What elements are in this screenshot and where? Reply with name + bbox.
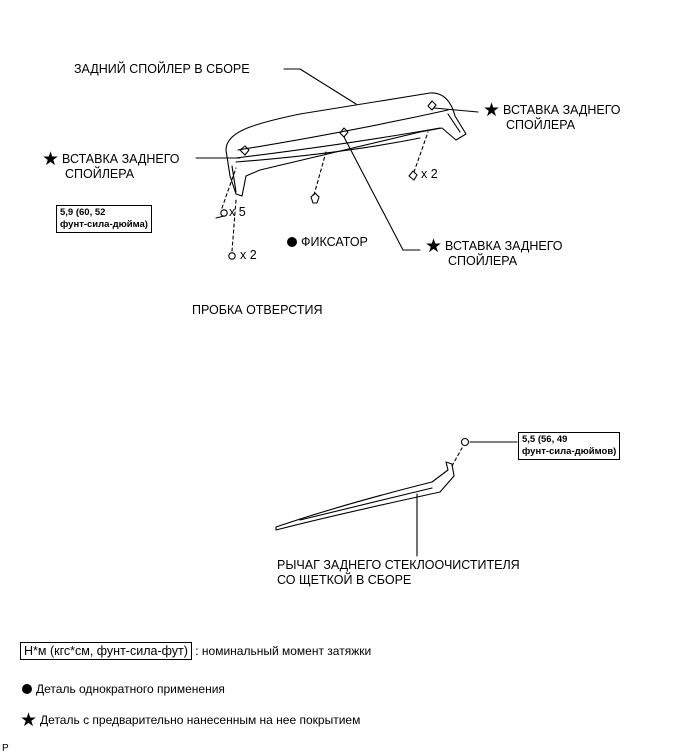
- insert-label-right-line2: СПОЙЛЕРА: [506, 118, 576, 132]
- precoated-star-icon: ★: [483, 100, 501, 121]
- non-reusable-dot-icon: [287, 237, 297, 247]
- wiper-torque-line1: 5,5 (56, 49: [522, 434, 568, 445]
- clip-count-label: x 2: [421, 167, 438, 181]
- torque-unit-box: Н*м (кгс*см, фунт-сила-фут): [20, 642, 192, 660]
- plug-count-label: x 2: [240, 248, 257, 262]
- spoiler-assembly-label: ЗАДНИЙ СПОЙЛЕР В СБОРЕ: [74, 62, 250, 76]
- hole-plug-label: ПРОБКА ОТВЕРСТИЯ: [192, 303, 323, 317]
- wiper-arm-label: РЫЧАГ ЗАДНЕГО СТЕКЛООЧИСТИТЕЛЯ СО ЩЕТКОЙ…: [277, 558, 520, 588]
- torque-unit-description: : номинальный момент затяжки: [195, 644, 372, 658]
- precoated-star-icon: ★: [425, 236, 443, 257]
- spoiler-insert-label-left: ★ВСТАВКА ЗАДНЕГО СПОЙЛЕРА: [42, 149, 180, 182]
- retainer-label: ФИКСАТОР: [287, 235, 368, 250]
- retainer-label-text: ФИКСАТОР: [301, 235, 368, 249]
- wiper-torque-line2: фунт-сила-дюймов): [522, 446, 617, 457]
- nut-count-label: x 5: [229, 205, 246, 219]
- spoiler-torque-line2: фунт-сила-дюйма): [60, 219, 148, 230]
- spoiler-insert-label-center: ★ВСТАВКА ЗАДНЕГО СПОЙЛЕРА: [425, 236, 563, 269]
- spoiler-torque-line1: 5,9 (60, 52: [60, 207, 106, 218]
- insert-label-right-line1: ВСТАВКА ЗАДНЕГО: [503, 103, 621, 117]
- rear-spoiler-drawing: [225, 92, 467, 197]
- corner-mark: P: [2, 743, 9, 754]
- legend-precoated: ★Деталь с предварительно нанесенным на н…: [20, 710, 361, 731]
- non-reusable-dot-icon: [22, 684, 32, 694]
- precoated-star-icon: ★: [20, 710, 38, 731]
- precoated-star-icon: ★: [42, 149, 60, 170]
- insert-label-left-line1: ВСТАВКА ЗАДНЕГО: [62, 152, 180, 166]
- wiper-arm-label-line2: СО ЩЕТКОЙ В СБОРЕ: [277, 573, 412, 587]
- spoiler-torque-box: 5,9 (60, 52 фунт-сила-дюйма): [56, 205, 152, 233]
- non-reusable-description: Деталь однократного применения: [36, 682, 225, 696]
- insert-label-center-line1: ВСТАВКА ЗАДНЕГО: [445, 239, 563, 253]
- insert-label-center-line2: СПОЙЛЕРА: [448, 254, 518, 268]
- spoiler-insert-label-right: ★ВСТАВКА ЗАДНЕГО СПОЙЛЕРА: [483, 100, 621, 133]
- wiper-arm-label-line1: РЫЧАГ ЗАДНЕГО СТЕКЛООЧИСТИТЕЛЯ: [277, 558, 520, 572]
- insert-label-left-line2: СПОЙЛЕРА: [65, 167, 135, 181]
- rear-wiper-arm-drawing: [275, 437, 518, 557]
- precoated-description: Деталь с предварительно нанесенным на не…: [40, 713, 361, 727]
- legend-non-reusable: Деталь однократного применения: [22, 682, 225, 697]
- wiper-torque-box: 5,5 (56, 49 фунт-сила-дюймов): [518, 432, 621, 460]
- legend-torque: Н*м (кгс*см, фунт-сила-фут) : номинальны…: [20, 642, 372, 660]
